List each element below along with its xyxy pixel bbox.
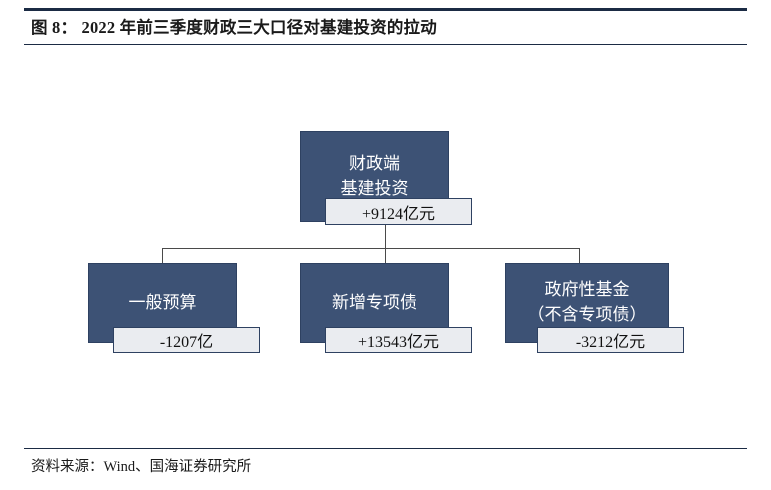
chip-child-3-value-text: -3212亿元 <box>575 334 646 351</box>
footer-rule <box>24 448 747 449</box>
connector-horizontal-bus <box>162 248 579 249</box>
node-root-label: 财政端 基建投资 <box>340 153 409 198</box>
source-note: 资料来源：Wind、国海证券研究所 <box>31 459 252 475</box>
node-child-1: 一般预算 <box>88 263 237 343</box>
node-child-1-label: 一般预算 <box>128 292 197 312</box>
connector-child-1-down <box>162 248 163 264</box>
connector-child-2-down <box>385 248 386 264</box>
node-child-3-label: 政府性基金 （不含专项债） <box>527 280 647 324</box>
chip-child-2-value: +13543亿元 <box>325 327 472 353</box>
chip-root-value-text: +9124亿元 <box>361 205 436 223</box>
figure-title: 图 8： 2022 年前三季度财政三大口径对基建投资的拉动 <box>31 18 437 37</box>
chip-child-1-value-text: -1207亿 <box>159 334 214 351</box>
title-bottom-rule <box>24 44 747 45</box>
node-child-2-label: 新增专项债 <box>332 292 417 312</box>
connector-child-3-down <box>579 248 580 264</box>
chip-child-1-value: -1207亿 <box>113 327 260 353</box>
connector-root-down <box>385 222 386 248</box>
chip-child-2-value-text: +13543亿元 <box>357 334 440 351</box>
title-top-rule <box>24 8 747 11</box>
chip-child-3-value: -3212亿元 <box>537 327 684 353</box>
chip-root-value: +9124亿元 <box>325 198 472 225</box>
